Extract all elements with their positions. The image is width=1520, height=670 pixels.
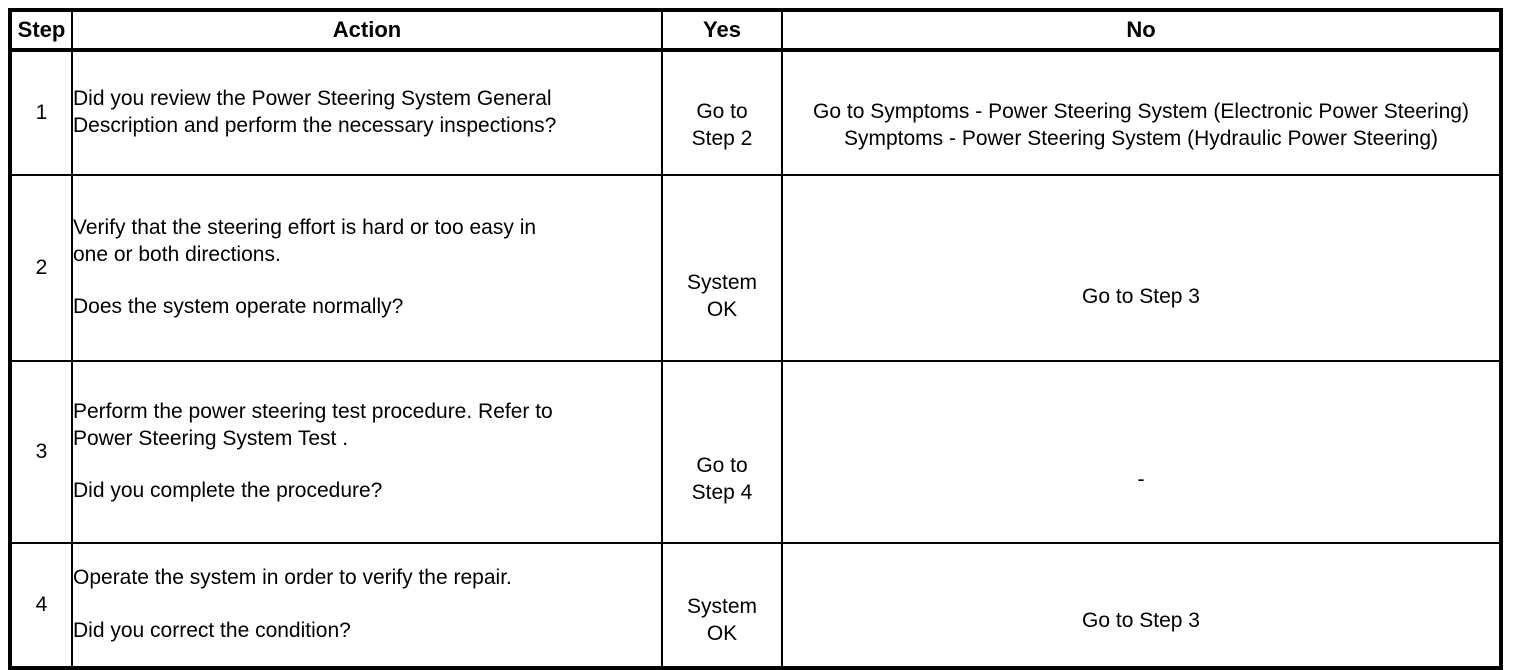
cell-yes: System OK [661, 174, 783, 362]
action-line: one or both directions. [73, 242, 281, 266]
action-spacer [73, 268, 661, 294]
action-line: Did you correct the condition? [73, 619, 351, 642]
cell-action: Perform the power steering test procedur… [71, 360, 663, 544]
cell-step-number: 1 [9, 49, 73, 176]
cell-no: Go to Step 3 [781, 542, 1502, 669]
cell-step-number: 2 [9, 174, 73, 362]
action-spacer [73, 452, 661, 478]
yes-line: Step 2 [691, 127, 753, 150]
cell-yes: Go to Step 4 [661, 360, 783, 544]
action-line: Operate the system in order to verify th… [73, 566, 512, 590]
cell-yes: Go to Step 2 [661, 49, 783, 176]
diagnostic-table-page: Step Action Yes No 1 Did you review the … [8, 8, 1503, 670]
table-row: 1 Did you review the Power Steering Syst… [9, 49, 1502, 176]
table-row: 4 Operate the system in order to verify … [9, 542, 1502, 669]
cell-no: Go to Step 3 [781, 174, 1502, 362]
cell-no: - [781, 360, 1502, 544]
yes-line: Go to [696, 454, 748, 478]
table-header-row: Step Action Yes No [9, 9, 1502, 52]
cell-action: Did you review the Power Steering System… [71, 49, 663, 176]
action-spacer [73, 592, 661, 618]
table-row: 3 Perform the power steering test proced… [9, 360, 1502, 544]
yes-line: System [686, 595, 757, 619]
action-line: Does the system operate normally? [73, 295, 404, 319]
yes-line: OK [706, 622, 738, 645]
action-line: Verify that the steering effort is hard … [73, 215, 537, 239]
cell-step-number: 4 [9, 542, 73, 669]
cell-action: Verify that the steering effort is hard … [71, 174, 663, 362]
action-line: Did you review the Power Steering System… [73, 87, 552, 111]
table-row: 2 Verify that the steering effort is har… [9, 174, 1502, 362]
column-header-action: Action [71, 9, 663, 52]
action-line: Power Steering System Test . [73, 426, 349, 450]
yes-line: Step 4 [691, 481, 753, 504]
diagnostic-step-table: Step Action Yes No 1 Did you review the … [8, 8, 1503, 670]
column-header-step: Step [9, 9, 73, 52]
action-line: Did you complete the procedure? [73, 479, 383, 503]
yes-line: OK [706, 298, 738, 321]
action-line: Description and perform the necessary in… [73, 114, 557, 137]
cell-yes: System OK [661, 542, 783, 669]
yes-line: System [686, 271, 757, 295]
cell-step-number: 3 [9, 360, 73, 544]
action-line: Perform the power steering test procedur… [73, 399, 553, 423]
column-header-no: No [781, 9, 1502, 52]
cell-no: Go to Symptoms - Power Steering System (… [781, 49, 1502, 176]
column-header-yes: Yes [661, 9, 783, 52]
yes-line: Go to [696, 100, 748, 124]
cell-action: Operate the system in order to verify th… [71, 542, 663, 669]
